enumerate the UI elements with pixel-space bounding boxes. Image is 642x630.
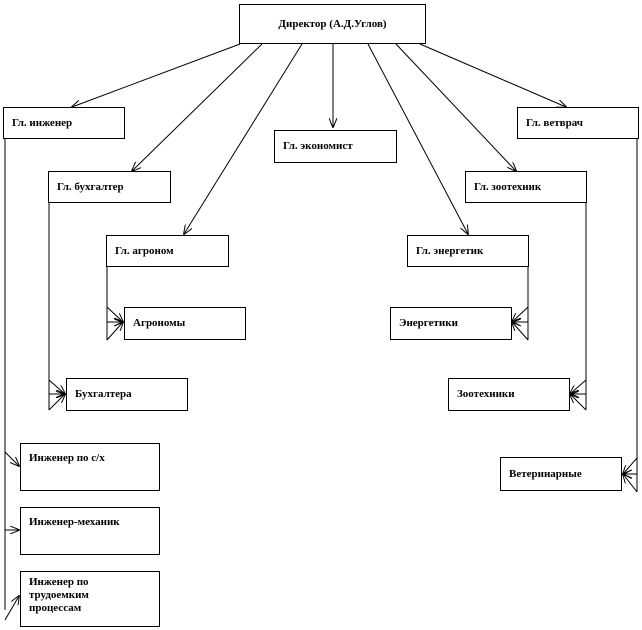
node-engineer-mechanic: Инженер-механик	[20, 507, 160, 555]
arrow-power-3	[512, 322, 529, 341]
arrow-accountant-1	[48, 379, 65, 394]
arrow-vet-1	[623, 457, 638, 474]
node-engineer-agri: Инженер по с/х	[20, 443, 160, 491]
arrow-director-zootech	[395, 43, 516, 171]
node-veterinarians: Ветеринарные	[500, 457, 622, 491]
arrow-engineer-agri	[4, 451, 19, 466]
node-zootechnicians: Зоотехники	[448, 378, 570, 411]
node-chief-agronomist: Гл. агроном	[106, 235, 229, 267]
node-accountants: Бухгалтера	[66, 378, 188, 411]
arrow-agronomist-1	[106, 306, 123, 322]
arrow-power-1	[512, 306, 529, 322]
arrow-zootech-1	[570, 379, 587, 394]
node-power-engineers: Энергетики	[390, 307, 512, 340]
arrow-accountant-3	[48, 394, 65, 411]
arrow-zootech-3	[570, 394, 587, 411]
node-agronomists: Агрономы	[124, 307, 246, 340]
node-chief-vet: Гл. ветврач	[517, 107, 639, 139]
arrow-director-vet	[419, 43, 566, 107]
arrow-vet-3	[623, 474, 638, 493]
node-chief-economist: Гл. экономист	[274, 130, 397, 163]
node-chief-engineer: Гл. инженер	[3, 107, 125, 139]
arrow-director-engineer	[72, 43, 241, 107]
arrow-director-accountant	[132, 43, 263, 171]
node-chief-power-engineer: Гл. энергетик	[407, 235, 529, 267]
node-chief-zootechnician: Гл. зоотехник	[465, 171, 587, 203]
node-chief-accountant: Гл. бухгалтер	[48, 171, 171, 203]
arrow-director-agronomist	[184, 43, 303, 234]
node-engineer-labor: Инженер по трудоемким процессам	[20, 571, 160, 627]
arrow-director-power	[367, 43, 468, 234]
arrow-engineer-labor	[4, 596, 19, 621]
arrow-agronomist-3	[106, 322, 123, 341]
node-director: Директор (А.Д.Углов)	[239, 4, 426, 44]
